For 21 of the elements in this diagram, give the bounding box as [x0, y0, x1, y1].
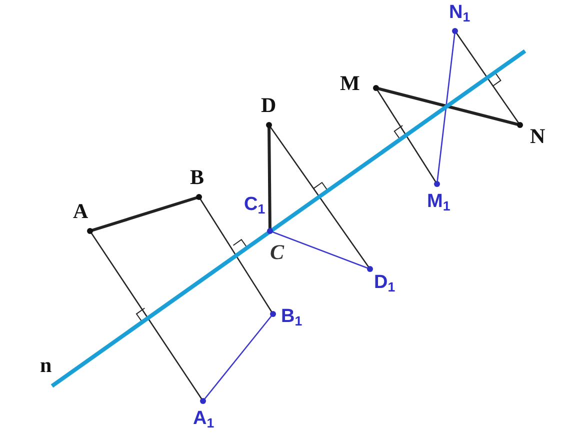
point-label: M$_{1}$: [427, 192, 450, 213]
line-segment: [89, 230, 204, 402]
point-label: A$_{1}$: [193, 409, 214, 430]
line-segment: [268, 124, 371, 270]
point-label: D: [261, 95, 276, 116]
point-label: C: [270, 242, 284, 263]
point-label: N: [530, 126, 546, 147]
point-label: B$_{1}$: [281, 307, 302, 328]
segment: [90, 196, 200, 232]
point-label: M: [340, 73, 360, 94]
line-segment: [202, 314, 274, 402]
point-label: A: [73, 201, 88, 222]
line-label: n: [40, 355, 52, 376]
point-label: N$_{1}$: [449, 3, 470, 24]
segment: [376, 86, 520, 126]
point-label: C$_{1}$: [244, 195, 266, 216]
line-segment: [375, 88, 438, 184]
line-segment: [454, 30, 521, 126]
line-segment: [198, 196, 274, 314]
point-label: B: [190, 167, 204, 188]
point-label: D$_{1}$: [374, 273, 396, 294]
